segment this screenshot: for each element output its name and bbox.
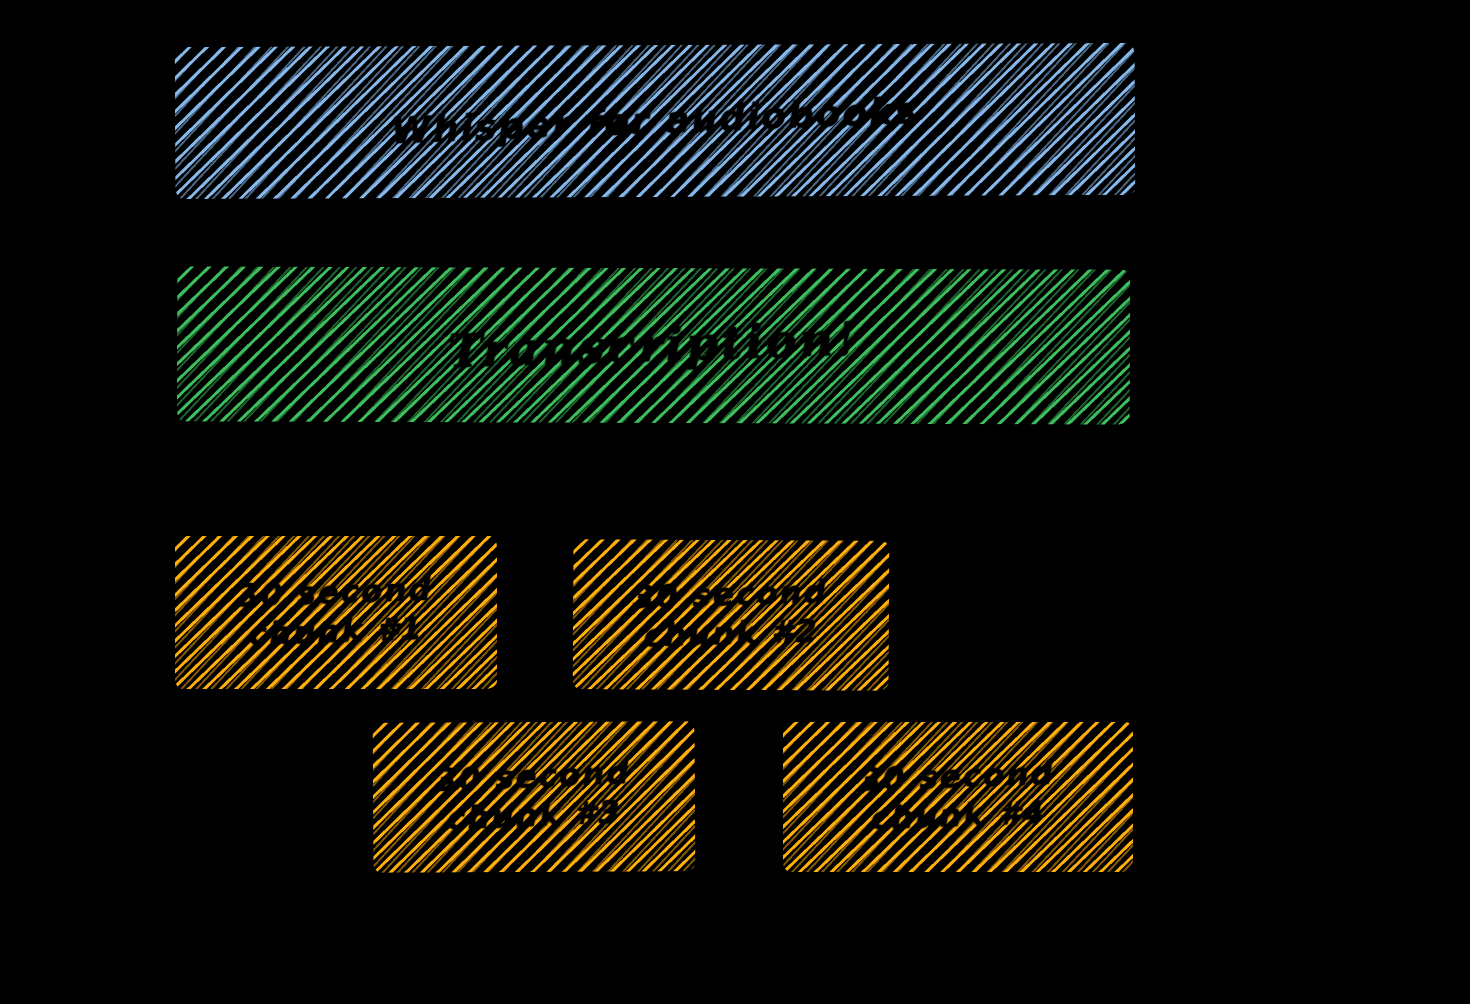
blue-bar-label: Whisper for audiobooks	[390, 90, 920, 152]
chunk-4-label: 30 second chunk #4	[859, 755, 1057, 839]
chunk-1-line1: 30 second	[237, 571, 434, 615]
chunk-4-line1: 30 second	[859, 755, 1056, 799]
chunk-3-line1: 30 second	[434, 755, 632, 800]
chunk-2-label: 30 second chunk #2	[632, 573, 830, 656]
chunk-3-label: 30 second chunk #3	[435, 754, 633, 839]
green-bar-label: Transcription!	[447, 311, 860, 379]
orange-chunk-box-1: 30 second chunk #1	[175, 536, 497, 689]
orange-chunk-box-4: 30 second chunk #4	[783, 722, 1133, 872]
chunk-1-line2: chunk #1	[248, 610, 425, 653]
chunk-1-label: 30 second chunk #1	[237, 570, 435, 654]
chunk-2-line1: 30 second	[632, 574, 829, 617]
orange-chunk-box-3: 30 second chunk #3	[372, 721, 696, 873]
green-hatched-bar: Transcription!	[176, 266, 1131, 425]
chunk-2-line2: chunk #2	[643, 613, 820, 655]
chunk-3-line2: chunk #3	[446, 794, 623, 838]
chunk-4-line2: chunk #4	[870, 794, 1047, 838]
orange-chunk-box-2: 30 second chunk #2	[572, 539, 890, 691]
blue-hatched-bar: Whisper for audiobooks	[174, 42, 1136, 200]
